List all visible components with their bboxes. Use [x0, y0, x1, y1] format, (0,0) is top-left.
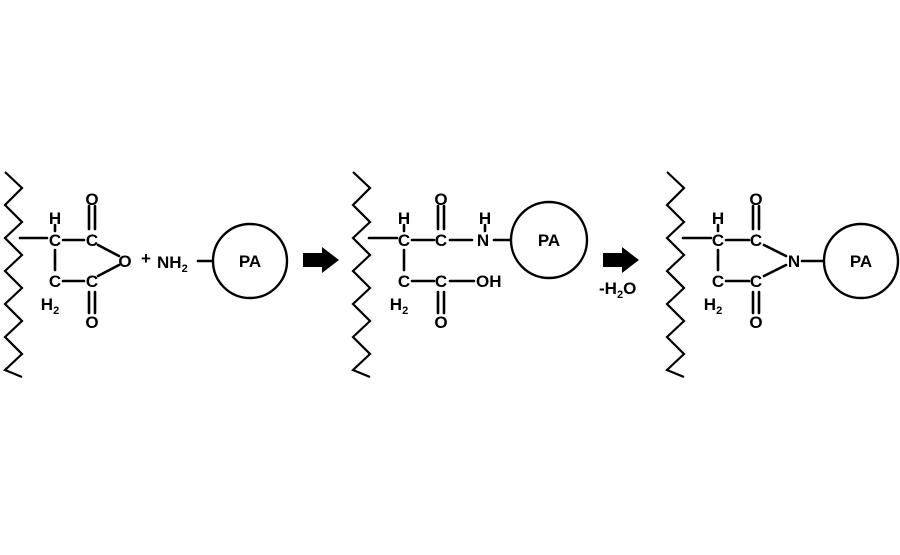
intermediate-h2-sub: 2	[402, 305, 408, 317]
product-atom-c-ch: C	[712, 231, 724, 250]
product-polymer-chain	[665, 171, 686, 379]
reactant-polymer-chain	[3, 171, 24, 379]
arrow2-label-suffix: O	[623, 279, 636, 298]
reactant-amine-sub: 2	[182, 263, 188, 275]
reactant-atom-h-top: H	[49, 209, 61, 228]
reactant-atom-o-bottom: O	[85, 313, 98, 332]
intermediate-atom-h2: H2	[390, 295, 408, 317]
product-atom-n: N	[788, 252, 800, 271]
product-pa-label: PA	[850, 252, 872, 271]
intermediate-atom-oh: OH	[476, 272, 502, 291]
reactant-bond-carbonyl-obridge	[96, 243, 121, 258]
reactant-pa-circle	[211, 222, 289, 300]
intermediate-atom-o-bottom: O	[434, 313, 447, 332]
reactant-plus-sign: +	[141, 249, 151, 268]
reactant-h2-sub: 2	[53, 305, 59, 317]
reactant-atom-c-carbonyl-bottom: C	[86, 272, 98, 291]
arrow2-label: -H2O	[599, 279, 636, 301]
product-atom-c-carbonyl-bottom: C	[750, 272, 762, 291]
reactant-atom-c-ch2: C	[49, 272, 61, 291]
reactant-pa-label: PA	[239, 252, 261, 271]
reactant-atom-c-carbonyl-top: C	[86, 231, 98, 250]
intermediate-polymer-chain	[351, 171, 372, 379]
intermediate-atom-h-top: H	[398, 209, 410, 228]
reaction-arrow-1	[303, 247, 339, 273]
intermediate-h2-base: H	[390, 295, 402, 314]
intermediate-pa-label: PA	[538, 231, 560, 250]
product-pa-circle	[822, 222, 900, 300]
intermediate-atom-c-carbonyl: C	[435, 231, 447, 250]
arrow2-label-prefix: -H	[599, 279, 617, 298]
arrow2-label-sub: 2	[617, 289, 623, 301]
product-atom-h2: H2	[704, 295, 722, 317]
reactant-atom-o-bridge: O	[118, 252, 131, 271]
product-atom-c-carbonyl-top: C	[750, 231, 762, 250]
intermediate-pa-circle	[509, 200, 589, 280]
product-group: H C C O N C H2 C O PA	[665, 171, 900, 379]
reactant-atom-c-ch: C	[49, 231, 61, 250]
product-bond-n-carbonyl2	[762, 263, 788, 278]
reactant-bond-obridge-carbonyl2	[96, 263, 121, 278]
intermediate-atom-c-ch2: C	[398, 272, 410, 291]
product-atom-c-ch2: C	[712, 272, 724, 291]
product-atom-o-bottom: O	[749, 313, 762, 332]
reactant-amine-base: NH	[157, 253, 182, 272]
product-h2-sub: 2	[716, 305, 722, 317]
intermediate-atom-o-top: O	[434, 190, 447, 209]
reactant-h2-base: H	[41, 295, 53, 314]
product-bond-carbonyl-n	[762, 243, 788, 258]
product-atom-o-top: O	[749, 190, 762, 209]
reactant-group: H C C O O C H2 C O + NH2 PA	[3, 171, 289, 379]
intermediate-atom-n: N	[477, 231, 489, 250]
reactant-atom-h2: H2	[41, 295, 59, 317]
intermediate-atom-c-acid: C	[435, 272, 447, 291]
reactant-atom-o-top: O	[85, 190, 98, 209]
intermediate-atom-c-ch: C	[398, 231, 410, 250]
product-atom-h-top: H	[712, 209, 724, 228]
reaction-arrow-2	[603, 247, 639, 273]
intermediate-group: H C C O N H C H2 C OH O PA	[351, 171, 589, 379]
product-h2-base: H	[704, 295, 716, 314]
intermediate-atom-h-on-n: H	[479, 209, 491, 228]
reactant-amine: NH2	[157, 253, 188, 275]
